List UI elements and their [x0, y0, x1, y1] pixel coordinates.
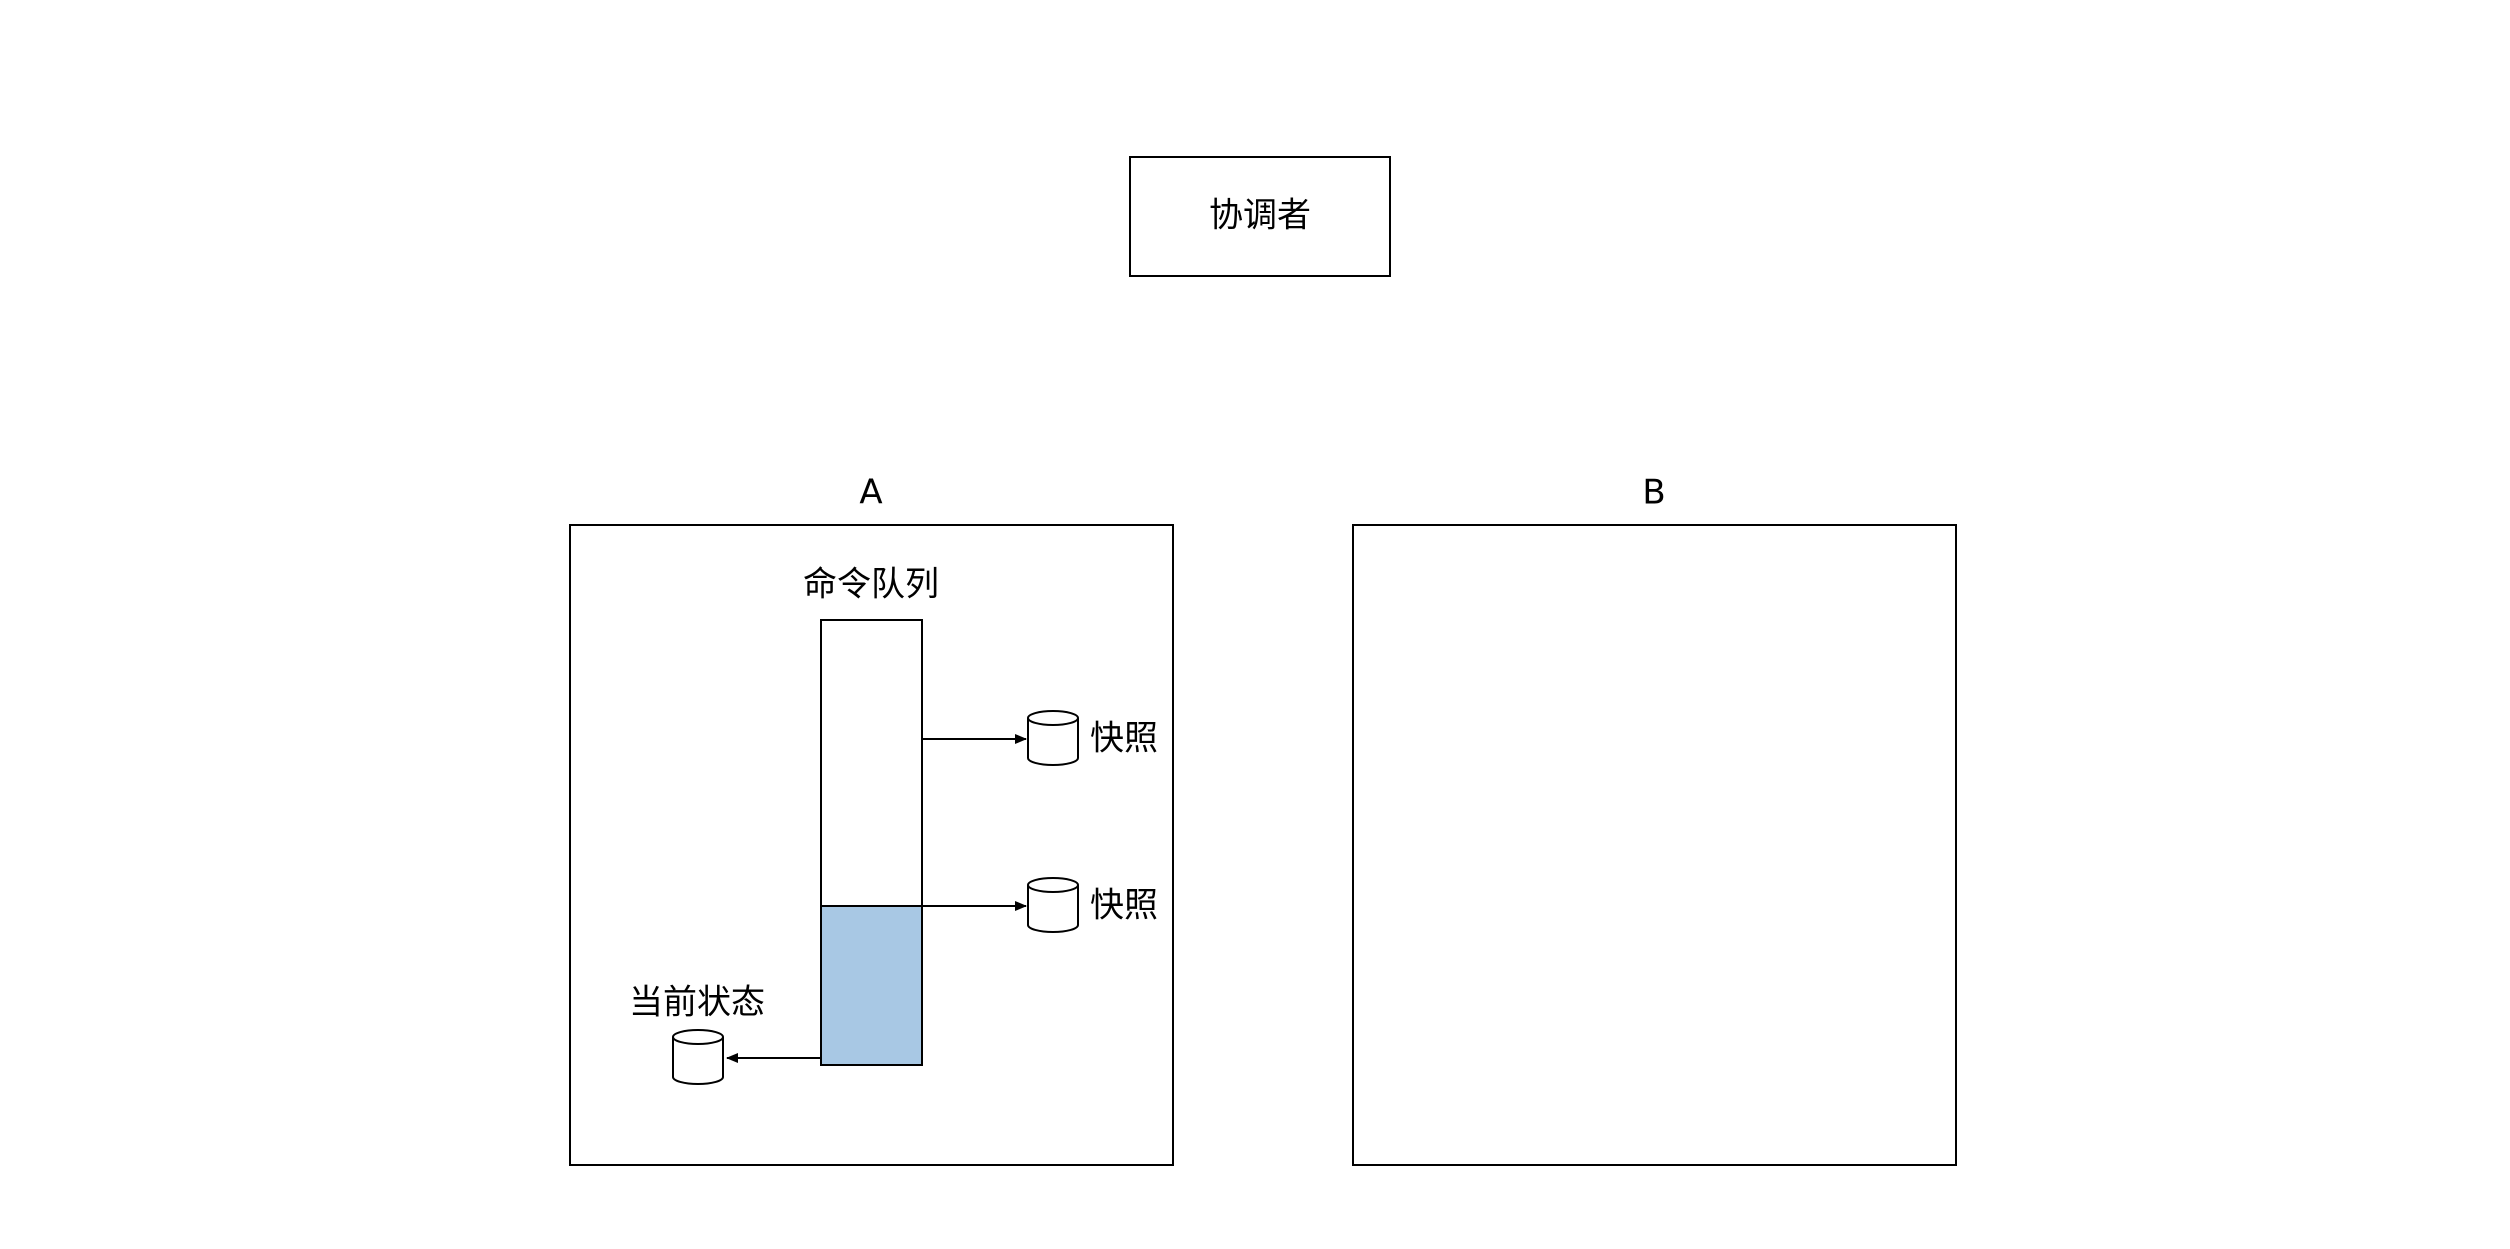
- command-queue: [820, 619, 923, 1066]
- snapshot-label: 快照: [1090, 719, 1158, 759]
- command-queue-processed: [820, 905, 923, 1066]
- current-state-db-icon: [672, 1029, 724, 1085]
- node-b-box: [1352, 524, 1957, 1166]
- coordinator-box: 协调者: [1129, 156, 1391, 277]
- snapshot-db-icon: [1027, 877, 1079, 933]
- current-state-label: 当前状态: [629, 983, 765, 1023]
- node-a-title: A: [859, 473, 882, 513]
- snapshot-db-icon: [1027, 710, 1079, 766]
- command-queue-label: 命令队列: [803, 565, 939, 605]
- snapshot-label: 快照: [1090, 886, 1158, 926]
- node-b-title: B: [1642, 473, 1665, 513]
- coordinator-label: 协调者: [1209, 196, 1311, 236]
